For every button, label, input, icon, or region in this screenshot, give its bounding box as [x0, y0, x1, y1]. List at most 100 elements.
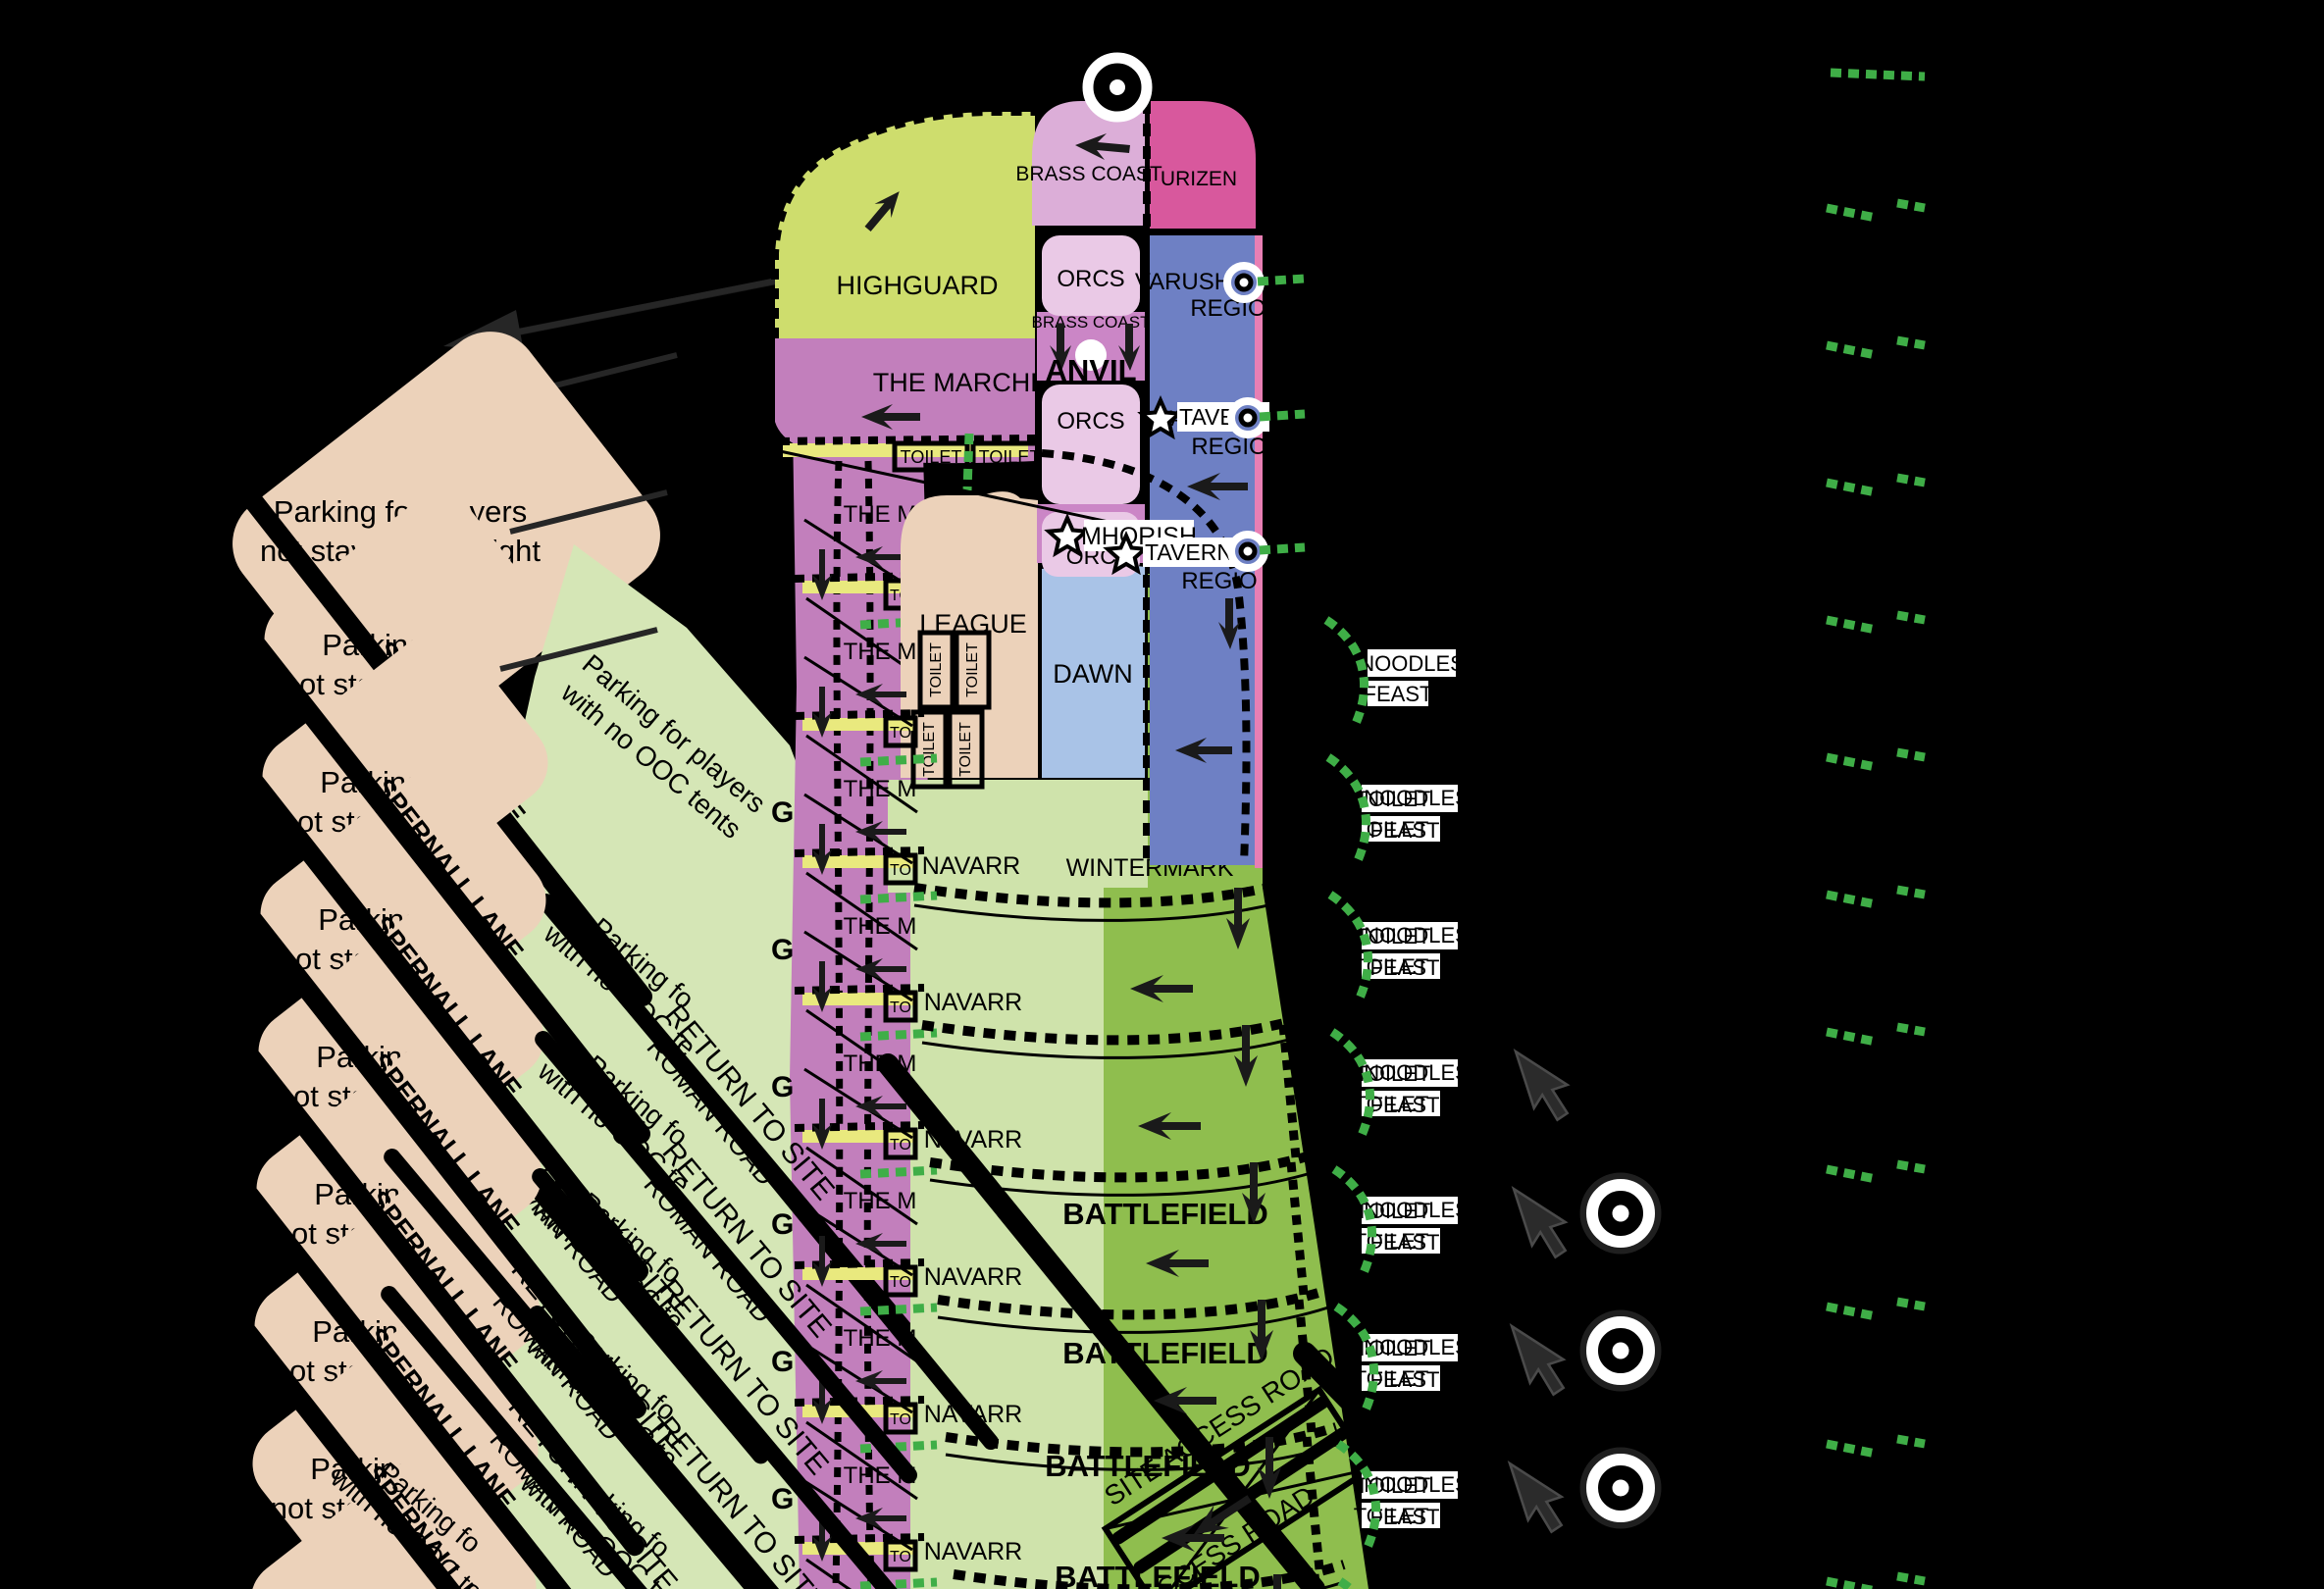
highguard-label: HIGHGUARD	[836, 271, 998, 300]
left-arrow-icon	[1162, 1524, 1224, 1552]
dawn-label: DAWN	[1053, 659, 1133, 689]
row-thin-line	[921, 1031, 1314, 1059]
noodles-feast-overlap: TOILET NOODLES TOILET FEAST	[1354, 1334, 1470, 1392]
row-dotted-boundary	[945, 1422, 1338, 1458]
up-arrow-icon	[1250, 1300, 1273, 1361]
fenced-pen	[1101, 1385, 1375, 1589]
the-marches-clipped-label: THE M	[844, 639, 917, 665]
left-arrow-icon	[1187, 473, 1248, 500]
margin-green-dash-row	[1826, 335, 1926, 360]
svg-text:TOILET: TOILET	[964, 642, 981, 697]
svg-text:FEAST: FEAST	[1370, 818, 1440, 843]
fence-line-b	[805, 1146, 918, 1226]
margin-green-dash-row	[1826, 1571, 1926, 1589]
fence-line-a	[803, 655, 913, 728]
highguard-arrow	[864, 191, 900, 231]
up-arrow-icon	[1226, 888, 1250, 949]
battlefield-row	[945, 1422, 1338, 1570]
toilet-clipped-label: TO	[890, 1549, 911, 1565]
green-dashed-path	[859, 1028, 938, 1042]
svg-text:FEAST: FEAST	[1370, 1367, 1440, 1392]
svg-text:NAVARR: NAVARR	[924, 1538, 1022, 1565]
margin-green-dash-row	[1826, 1434, 1926, 1459]
toilet-clipped-box	[883, 1127, 918, 1160]
battlefield-row	[921, 1010, 1315, 1158]
gate-left-arrow-icon	[1075, 133, 1130, 160]
diagonal-road-2	[620, 991, 999, 1450]
up-arrow-icon	[1050, 324, 1071, 371]
tavern-star-icon	[1103, 531, 1150, 576]
edge-green-curve	[1325, 753, 1371, 867]
margin-cursor-arrow	[1507, 1460, 1565, 1534]
svg-text:TOILET: TOILET	[928, 642, 945, 697]
up-arrow-icon	[1273, 1574, 1281, 1589]
green-dashed-path	[859, 753, 938, 767]
green-dashed-path	[859, 1165, 938, 1179]
cursor-arrow-icon	[1507, 1460, 1565, 1534]
noodles-feast-overlap: TOILET NOODLES TOILET FEAST	[1354, 1059, 1470, 1117]
up-arrow-icon	[812, 1099, 832, 1150]
navarr-row-label: NAVARR	[924, 1263, 1022, 1291]
toilet-clipped-box	[883, 1402, 918, 1435]
highguard-dotted-border	[771, 108, 1035, 338]
left-arrow-icon	[1193, 1495, 1252, 1535]
fence-line-a	[803, 1479, 913, 1552]
svg-text:TOILET: TOILET	[1354, 1366, 1429, 1391]
toilet-clipped-label: TO	[890, 1000, 911, 1016]
svg-text:NOODLES: NOODLES	[1364, 923, 1470, 948]
left-arrow-icon	[1138, 1112, 1201, 1140]
left-arrow-icon	[855, 684, 906, 705]
g-clipped-label: G	[771, 1071, 794, 1103]
g-clipped-label: G	[771, 1483, 794, 1515]
margin-green-dash-row	[1826, 747, 1926, 772]
band-dotted-first	[779, 435, 1036, 445]
toilet-clipped-box	[883, 852, 918, 886]
cursor-arrow-icon	[1513, 1048, 1571, 1122]
orcs-label: ORCS	[1057, 266, 1124, 292]
anvil-label: ANVIL	[1046, 353, 1137, 387]
camping-column-block: THE M G TO	[771, 639, 938, 814]
margin-green-dash-row	[1826, 473, 1926, 497]
parking-connector-line	[499, 627, 658, 672]
tavern-star-icon	[1137, 395, 1184, 440]
tavern-label-bg	[1143, 538, 1235, 567]
navarr-row-label: NAVARR	[924, 1126, 1022, 1153]
green-dashed-path	[859, 1577, 938, 1589]
toilet-clipped-box	[883, 990, 918, 1023]
svg-text:FEAST: FEAST	[1370, 1505, 1440, 1529]
tavern-row-1: VARUSHKA TAVERN REGIO	[1137, 395, 1306, 460]
the-marches-region	[775, 338, 1035, 464]
battlefield-label: BATTLEFIELD	[1062, 1336, 1268, 1370]
row-east-dotted-edge	[1302, 1436, 1324, 1570]
battlefield-row	[937, 1285, 1330, 1433]
the-marches-clipped-label: THE M	[844, 1325, 917, 1352]
g-clipped-label: G	[771, 934, 794, 966]
fence-line-a	[803, 1342, 913, 1414]
noodles-feast-overlap: TOILET NOODLES TOILET FEAST	[1354, 1197, 1470, 1255]
cursor-arrow-icon	[1511, 1185, 1569, 1259]
navarr-strip-first	[888, 780, 1148, 893]
toilet-label: TOILET	[901, 447, 962, 467]
fence-line-a	[803, 793, 913, 865]
toilet-green-dash	[962, 433, 974, 491]
margin-bullseye	[1579, 1447, 1662, 1529]
svg-text:TOILET: TOILET	[1356, 787, 1431, 811]
battlefield-row	[929, 1148, 1322, 1296]
margin-cursor-arrow	[1509, 1322, 1567, 1397]
access-road-line-a	[1111, 1396, 1329, 1545]
gate-bullseye-top	[1082, 52, 1153, 123]
g-clipped-label: G	[771, 522, 794, 554]
regio-bullseye	[1223, 262, 1265, 303]
left-arrow-icon	[855, 821, 906, 843]
the-marches-clipped-label: THE M	[844, 1188, 917, 1214]
navarr-row-label: NAVARR	[924, 1401, 1022, 1428]
urizen-label: URIZEN	[1161, 168, 1237, 190]
margin-bullseye	[1579, 1309, 1662, 1392]
row-east-dotted-edge	[1286, 1161, 1309, 1296]
fence-line-b	[805, 871, 918, 951]
tavern-label: TAVERN	[1145, 539, 1233, 565]
navarr-band	[910, 888, 1107, 1589]
camping-column-block: THE M G TO	[771, 1188, 938, 1363]
margin-cursor-arrow	[1513, 1048, 1571, 1122]
margin-green-dash-top	[1830, 68, 1926, 81]
